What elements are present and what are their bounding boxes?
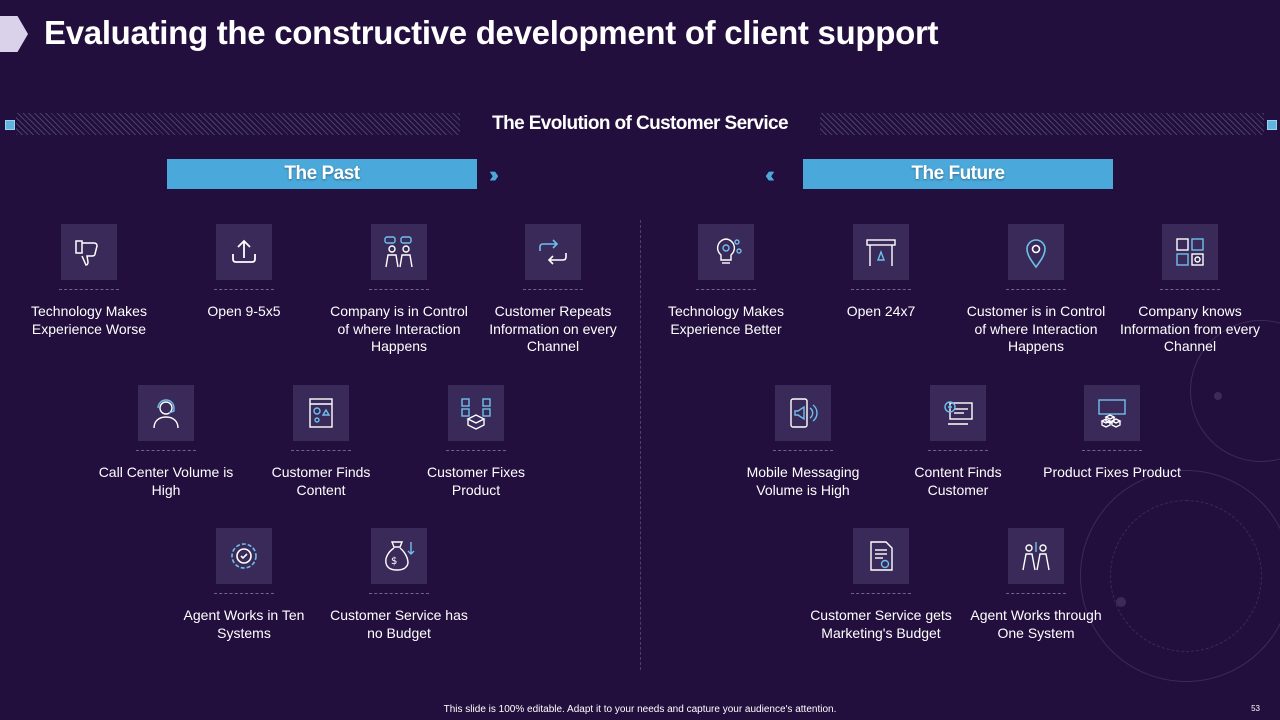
item-label: Customer Finds Content [271,464,371,498]
hatched-band-left [16,113,460,135]
svg-text:$: $ [391,556,397,567]
dashed-underline [59,289,119,290]
dashed-underline [446,450,506,451]
product-cubes-icon [1084,385,1140,441]
item-label: Customer is in Control of where Interact… [966,303,1106,354]
item-label: Customer Service gets Marketing's Budget [810,607,952,641]
location-pin-icon [1008,224,1064,280]
dashed-underline [851,289,911,290]
dashed-underline [523,289,583,290]
marketing-document-icon [853,528,909,584]
hatched-band-right [820,113,1264,135]
item-label: Agent Works through One System [970,607,1102,641]
decorative-circle-medium [1110,500,1262,652]
info-grid-icon [1162,224,1218,280]
item-label: Content Finds Customer [914,464,1002,498]
gear-check-icon [216,528,272,584]
dashed-underline [1082,450,1142,451]
item-label: Company is in Control of where Interacti… [330,303,468,354]
band-end-square-right [1267,120,1277,130]
store-icon [853,224,909,280]
item-label: Technology Makes Experience Worse [31,303,147,337]
upload-icon [216,224,272,280]
dashed-underline [851,593,911,594]
dashed-underline [1006,289,1066,290]
dashed-underline [214,289,274,290]
title-hexagon-shape [0,16,28,52]
decorative-dot [1116,597,1126,607]
agent-team-icon [1008,528,1064,584]
section-subtitle: The Evolution of Customer Service [492,113,788,134]
center-divider [640,220,641,670]
past-banner: The Past [167,159,477,189]
dashed-underline [1006,593,1066,594]
item-label: Customer Service has no Budget [330,607,468,641]
content-document-icon [293,385,349,441]
decorative-dot [1214,392,1222,400]
item-label: Product Fixes Product [1043,464,1181,480]
band-end-square-left [5,120,15,130]
dashed-underline [214,593,274,594]
item-label: Technology Makes Experience Better [668,303,784,337]
lightbulb-gear-icon [698,224,754,280]
item-label: Open 9-5x5 [207,303,281,319]
item-label: Company knows Information from every Cha… [1119,303,1261,354]
thumbs-down-icon [61,224,117,280]
dashed-underline [696,289,756,290]
dashed-underline [291,450,351,451]
product-box-icon [448,385,504,441]
people-chat-icon [371,224,427,280]
dashed-underline [928,450,988,451]
decorative-circle-large [1080,470,1280,682]
dashed-underline [1160,289,1220,290]
repeat-arrows-icon [525,224,581,280]
chevrons-left-icon: ‹‹‹ [765,162,775,187]
slide-title: Evaluating the constructive development … [44,14,939,51]
item-label: Customer Repeats Information on every Ch… [489,303,617,354]
item-label: Mobile Messaging Volume is High [746,464,860,498]
chevrons-right-icon: ››› [489,162,499,187]
item-label: Customer Fixes Product [426,464,526,498]
dashed-underline [369,593,429,594]
mobile-megaphone-icon [775,385,831,441]
item-label: Call Center Volume is High [98,464,234,498]
dashed-underline [136,450,196,451]
future-banner: The Future [803,159,1113,189]
dashed-underline [369,289,429,290]
content-search-icon [930,385,986,441]
money-bag-icon: $ [371,528,427,584]
dashed-underline [773,450,833,451]
headset-agent-icon [138,385,194,441]
item-label: Open 24x7 [846,303,916,319]
page-number: 53 [1251,704,1260,713]
item-label: Agent Works in Ten Systems [183,607,305,641]
footer-note: This slide is 100% editable. Adapt it to… [443,704,837,715]
